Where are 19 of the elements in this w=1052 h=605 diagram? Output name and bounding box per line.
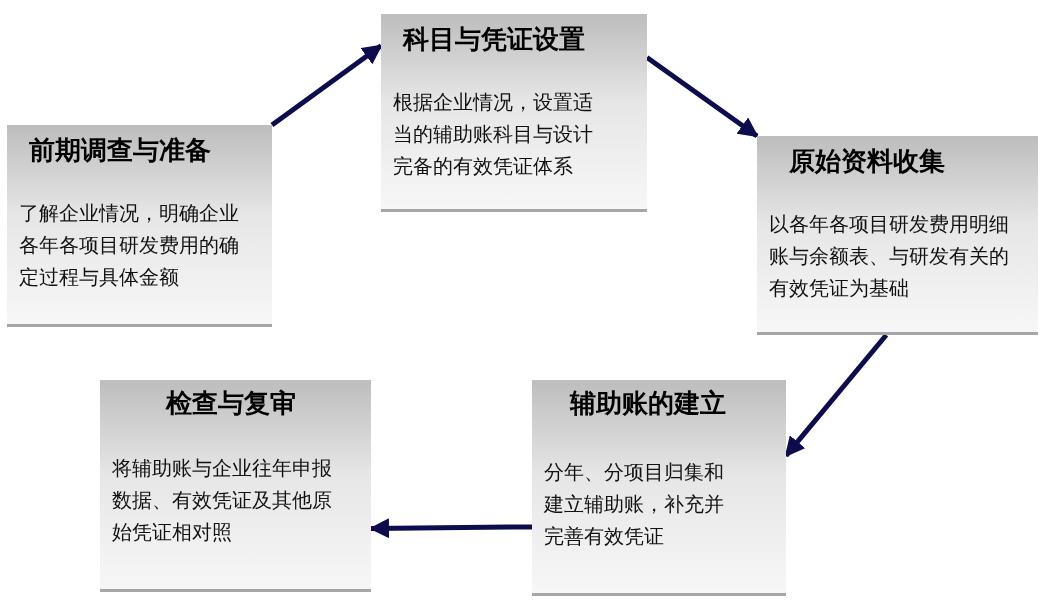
box-title: 检查与复审 [166, 387, 296, 420]
process-box [381, 14, 647, 212]
process-box [7, 125, 272, 327]
box-description: 根据企业情况，设置适当的辅助账科目与设计完备的有效凭证体系 [393, 89, 594, 180]
box-description: 分年、分项目归集和建立辅助账，补充并完善有效凭证 [544, 459, 725, 550]
box-title: 前期调查与准备 [29, 134, 211, 167]
process-box [100, 380, 371, 592]
arrow [784, 333, 889, 458]
box-description: 将辅助账与企业往年申报数据、有效凭证及其他原始凭证相对照 [112, 455, 333, 546]
process-box [532, 380, 786, 596]
box-title: 科目与凭证设置 [403, 23, 585, 56]
box-description: 以各年各项目研发费用明细账与余额表、与研发有关的有效凭证为基础 [769, 211, 1010, 302]
process-box [757, 136, 1038, 335]
box-description: 了解企业情况，明确企业各年各项目研发费用的确定过程与具体金额 [19, 200, 240, 291]
arrow [369, 518, 533, 539]
box-title: 辅助账的建立 [570, 387, 726, 420]
arrow [270, 43, 383, 128]
box-title: 原始资料收集 [789, 145, 945, 178]
arrow [645, 55, 759, 139]
